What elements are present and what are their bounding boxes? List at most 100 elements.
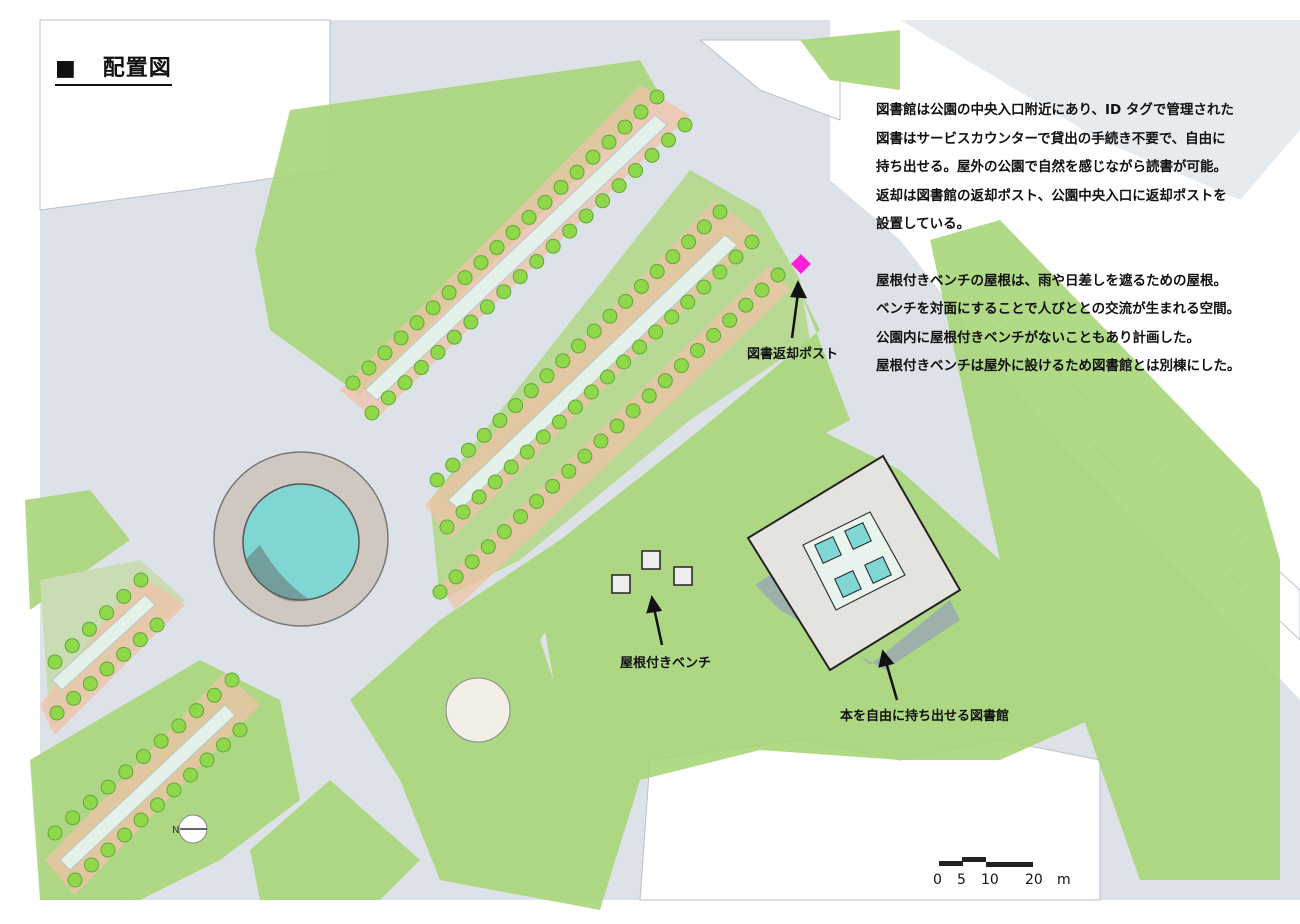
tree <box>578 208 594 224</box>
covered-bench-label: 屋根付きベンチ <box>620 656 712 671</box>
tree <box>577 448 593 464</box>
tree <box>633 278 649 294</box>
tree <box>473 255 489 271</box>
tree <box>429 472 445 488</box>
tree <box>206 687 222 703</box>
tree <box>529 493 545 509</box>
tree <box>487 474 503 490</box>
tree <box>641 388 657 404</box>
scale-bar <box>939 857 1033 867</box>
library-label: 本を自由に持ち出せる図書館 <box>840 709 1010 724</box>
tree <box>539 368 555 384</box>
tree <box>116 588 132 604</box>
tree <box>413 360 429 376</box>
tree <box>463 314 479 330</box>
tree <box>595 193 611 209</box>
tree <box>65 810 81 826</box>
scale-tick: 20 <box>1025 872 1043 888</box>
tree <box>722 312 738 328</box>
tree <box>183 767 198 783</box>
tree <box>696 279 712 295</box>
tree <box>153 733 169 749</box>
tree <box>496 284 512 300</box>
tree <box>118 764 134 780</box>
tree <box>611 178 627 194</box>
tree <box>712 204 728 220</box>
tree <box>476 427 492 443</box>
tree <box>586 323 602 339</box>
tree <box>448 569 464 585</box>
tree <box>439 519 455 535</box>
tree <box>199 752 215 768</box>
return-post-marker <box>791 254 811 274</box>
tree <box>712 264 728 280</box>
tree <box>555 353 571 369</box>
tree <box>166 782 182 798</box>
tree <box>100 779 116 795</box>
tree <box>47 654 63 670</box>
tree <box>754 282 770 298</box>
tree <box>681 234 697 250</box>
tree <box>380 390 396 406</box>
tree <box>690 342 706 358</box>
tree <box>583 384 599 400</box>
tree <box>489 240 505 256</box>
tree <box>661 132 677 148</box>
tree <box>728 249 744 265</box>
tree <box>492 412 508 428</box>
tree <box>562 223 578 239</box>
tree <box>521 209 537 225</box>
tree <box>609 418 625 434</box>
fountain <box>213 451 389 627</box>
tree <box>232 722 248 738</box>
tree <box>224 672 240 688</box>
tree <box>628 162 644 178</box>
tree <box>744 234 760 250</box>
tree <box>657 373 673 389</box>
tree <box>593 433 609 449</box>
tree <box>537 194 553 210</box>
tree <box>66 690 82 706</box>
tree <box>136 749 151 764</box>
tree <box>84 857 99 873</box>
tree <box>117 827 132 843</box>
tree <box>602 308 618 324</box>
tree <box>64 638 80 654</box>
tree <box>625 403 641 419</box>
tree <box>471 489 487 505</box>
tree <box>133 812 149 828</box>
tree <box>585 149 601 165</box>
tree <box>432 584 448 600</box>
scale-tick: 5 <box>957 872 966 888</box>
page-title: ■配置図 <box>55 50 172 86</box>
tree <box>644 147 660 163</box>
scale-tick: 10 <box>981 872 999 888</box>
tree <box>512 509 528 525</box>
return-post-label: 図書返却ポスト <box>747 347 839 362</box>
tree <box>632 339 648 355</box>
tree <box>571 338 586 354</box>
tree <box>553 179 569 195</box>
tree <box>569 164 585 180</box>
tree <box>133 572 149 588</box>
tree <box>189 703 205 719</box>
tree <box>479 299 495 315</box>
tree <box>503 459 519 475</box>
tree <box>633 104 649 120</box>
tree <box>425 300 441 316</box>
tree <box>648 324 664 340</box>
tree <box>616 354 632 370</box>
tree <box>523 383 539 399</box>
tree <box>441 285 457 301</box>
tree <box>600 369 616 385</box>
tree <box>617 119 633 135</box>
tree <box>680 294 696 310</box>
tree <box>82 794 98 810</box>
tree <box>99 605 115 621</box>
tree <box>545 238 561 254</box>
tree <box>460 442 476 458</box>
tree <box>665 249 681 265</box>
tree <box>100 842 116 858</box>
tree <box>445 457 461 473</box>
